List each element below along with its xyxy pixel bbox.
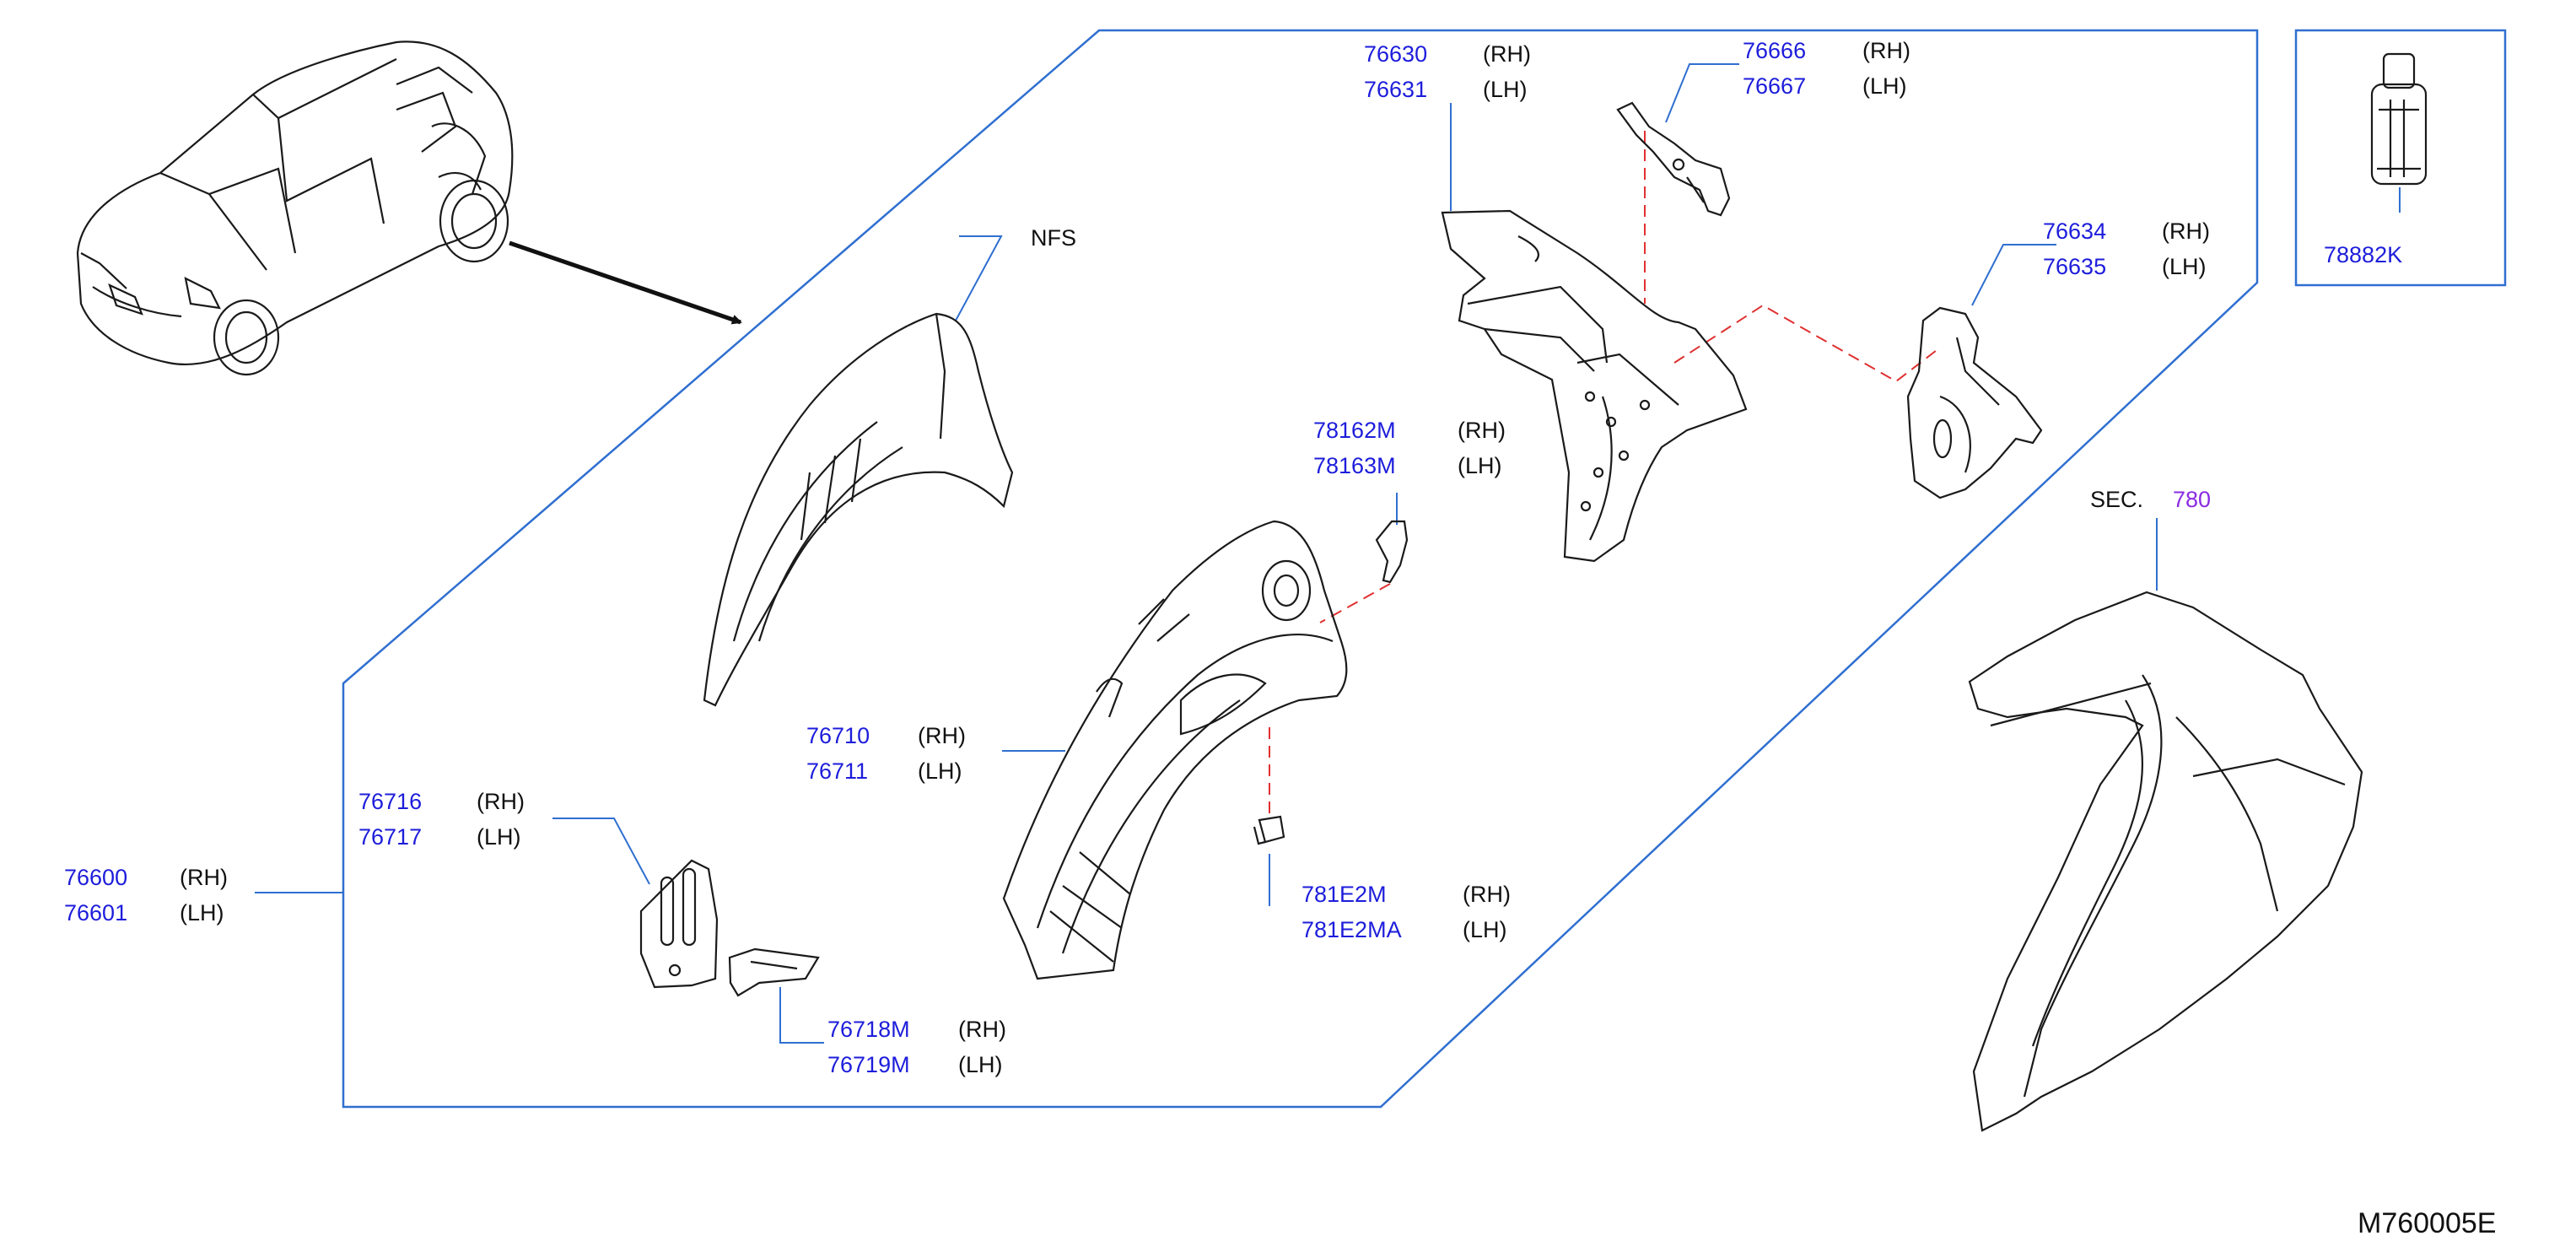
part-number-76600[interactable]: 76600: [64, 865, 128, 890]
part-number-76710[interactable]: 76710: [806, 723, 870, 748]
side-rh: (RH): [1463, 882, 1511, 907]
side-lh: (LH): [918, 758, 962, 784]
part-number-76666[interactable]: 76666: [1743, 38, 1807, 63]
diagram-code: M760005E: [2358, 1207, 2497, 1239]
bumper-stop-78882k: [2370, 52, 2428, 186]
side-rh: (RH): [1862, 38, 1910, 63]
car-rear-three-quarter-icon: [76, 40, 514, 376]
part-box-78882k: [2294, 29, 2507, 287]
part-number-76711[interactable]: 76711: [806, 758, 869, 784]
side-rh: (RH): [2162, 219, 2210, 244]
inner-panel-76630: [1441, 209, 1748, 563]
part-number-76717[interactable]: 76717: [358, 824, 423, 850]
part-number-78163m[interactable]: 78163M: [1313, 453, 1396, 478]
wheelhouse-inner-76710: [1002, 520, 1348, 980]
part-number-78162m[interactable]: 78162M: [1313, 418, 1396, 443]
side-rh: (RH): [958, 1017, 1006, 1042]
part-number-76631[interactable]: 76631: [1364, 77, 1428, 102]
part-number-76719m[interactable]: 76719M: [827, 1052, 910, 1077]
side-rh: (RH): [918, 723, 966, 748]
bracket-76634: [1906, 306, 2043, 499]
side-lh: (LH): [1463, 917, 1507, 942]
side-rh: (RH): [1483, 41, 1531, 67]
part-number-781e2m[interactable]: 781E2M: [1301, 882, 1387, 907]
plug-781e2m: [1253, 815, 1285, 845]
clip-78162m: [1375, 520, 1409, 584]
dashed-links: [1269, 131, 1941, 817]
section-ref-780[interactable]: 780: [2173, 487, 2212, 512]
part-number-76635[interactable]: 76635: [2043, 254, 2107, 279]
fender-liner-nfs: [703, 312, 1014, 707]
assembly-frame: [342, 29, 2259, 1109]
part-number-76718m[interactable]: 76718M: [827, 1017, 910, 1042]
part-number-76667[interactable]: 76667: [1743, 73, 1807, 99]
bracket-76666: [1616, 101, 1731, 217]
reinforcement-76716: [639, 859, 719, 989]
pointer-arrow: [509, 240, 742, 325]
side-lh: (LH): [1483, 77, 1528, 102]
part-number-78882k[interactable]: 78882K: [2324, 242, 2403, 267]
bracket-76718m: [728, 947, 820, 997]
label-nfs: NFS: [1031, 225, 1076, 251]
side-lh: (LH): [180, 900, 224, 926]
section-ref-prefix: SEC.: [2090, 487, 2144, 512]
part-number-76716[interactable]: 76716: [358, 789, 423, 814]
body-side-outer-sec780: [1968, 591, 2363, 1132]
part-number-76630[interactable]: 76630: [1364, 41, 1428, 67]
part-number-76601[interactable]: 76601: [64, 900, 128, 926]
leader-lines: [255, 63, 2401, 1044]
side-rh: (RH): [1458, 418, 1506, 443]
side-lh: (LH): [477, 824, 521, 850]
side-lh: (LH): [1862, 73, 1907, 99]
side-rh: (RH): [180, 865, 228, 890]
side-rh: (RH): [477, 789, 525, 814]
part-number-76634[interactable]: 76634: [2043, 219, 2107, 244]
part-number-781e2ma[interactable]: 781E2MA: [1301, 917, 1402, 942]
side-lh: (LH): [2162, 254, 2207, 279]
side-lh: (LH): [958, 1052, 1003, 1077]
side-lh: (LH): [1458, 453, 1502, 478]
